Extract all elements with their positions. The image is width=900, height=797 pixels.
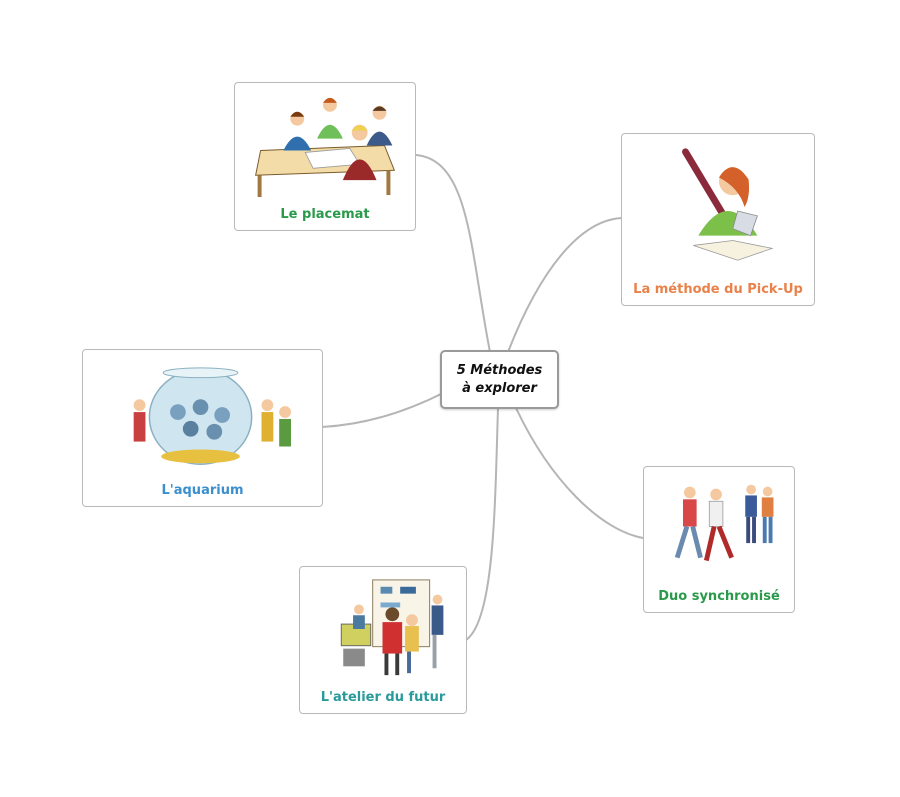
topic-duo[interactable]: Duo synchronisé: [643, 466, 795, 613]
connector-atelier: [465, 407, 499, 641]
connector-aquarium: [321, 391, 446, 428]
topic-placemat[interactable]: Le placemat: [234, 82, 416, 231]
topic-label-placemat: Le placemat: [280, 207, 370, 222]
girl-with-pencil-illustration: [622, 142, 814, 275]
fishbowl-illustration: [83, 358, 322, 476]
connector-placemat: [415, 154, 491, 353]
topic-label-pickup: La méthode du Pick-Up: [633, 282, 803, 297]
topic-label-atelier: L'atelier du futur: [320, 690, 446, 705]
walking-pair-illustration: [644, 475, 794, 582]
topic-atelier[interactable]: L'atelier du futur: [299, 566, 467, 714]
central-topic[interactable]: 5 Méthodes à explorer: [440, 350, 559, 409]
connector-pickup: [507, 217, 623, 353]
central-topic-line2: à explorer: [462, 380, 537, 396]
connector-duo: [515, 407, 644, 539]
topic-aquarium[interactable]: L'aquarium: [82, 349, 323, 507]
central-topic-line1: 5 Méthodes: [456, 362, 543, 378]
topic-label-aquarium: L'aquarium: [161, 483, 244, 498]
group-at-table-illustration: [235, 91, 415, 200]
topic-label-duo: Duo synchronisé: [658, 589, 780, 604]
topic-pickup[interactable]: La méthode du Pick-Up: [621, 133, 815, 306]
workshop-illustration: [300, 575, 466, 683]
